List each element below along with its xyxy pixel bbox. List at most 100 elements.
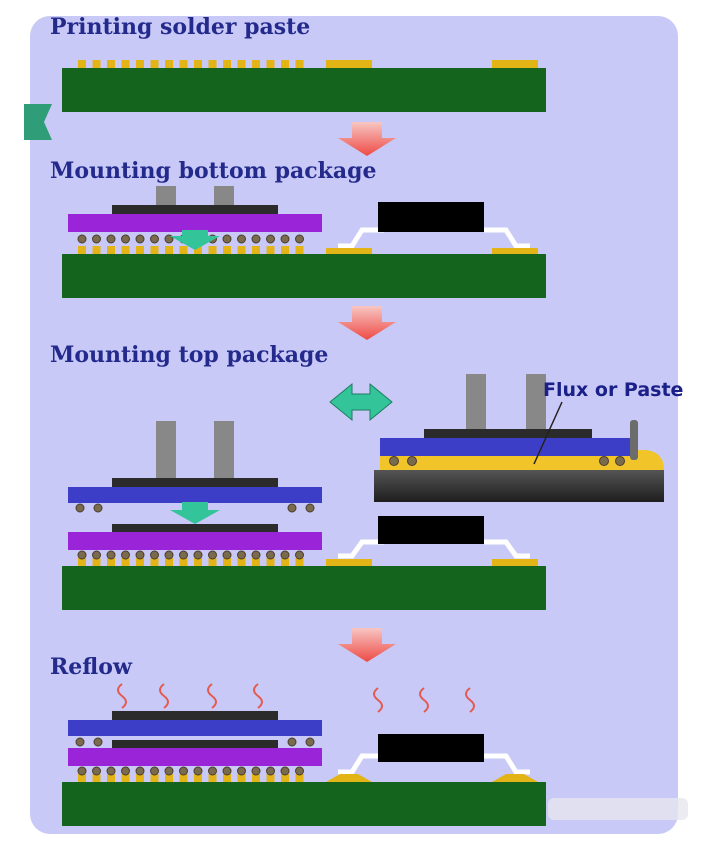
step-label-bottom-package: Mounting bottom package [50, 158, 377, 184]
solder-paste-pads [78, 60, 304, 68]
solder-paste-pad [194, 246, 202, 254]
solder-balls [77, 550, 304, 560]
solder-paste-pad [326, 60, 372, 68]
solder-paste-pad [237, 246, 246, 254]
solder-ball [295, 234, 304, 244]
solder-ball [599, 456, 609, 466]
solder-paste-pad [78, 246, 86, 254]
solder-paste-pad [78, 60, 86, 68]
solder-paste-pad [107, 558, 115, 566]
solder-ball [222, 550, 232, 560]
solder-ball [77, 766, 87, 776]
solder-ball [121, 234, 130, 244]
solder-ball [305, 737, 315, 747]
solder-ball [121, 550, 130, 560]
solder-paste-pad [223, 558, 231, 566]
solder-paste-pad [121, 774, 130, 782]
gullwing-component [326, 202, 538, 254]
flux-callout-label: Flux or Paste [543, 379, 684, 401]
top-package-substrate [68, 720, 322, 736]
placement-arrow [170, 502, 220, 524]
solder-ball [615, 456, 625, 466]
solder-ball [75, 503, 85, 513]
die [424, 429, 592, 438]
watermark [548, 798, 688, 820]
step-label-reflow: Reflow [50, 654, 132, 680]
solder-paste-pads [78, 246, 304, 254]
solder-ball [93, 503, 103, 513]
solder-paste-pad [281, 774, 289, 782]
placement-arrow [170, 230, 220, 250]
tray-base [374, 470, 664, 502]
die [112, 711, 278, 720]
solder-paste-pad [136, 558, 144, 566]
solder-paste-pad [252, 558, 260, 566]
pickup-nozzle [526, 374, 546, 429]
solder-ball [266, 766, 275, 776]
solder-ball [92, 234, 101, 244]
solder-paste-pad [208, 246, 217, 254]
solder-ball [280, 766, 290, 776]
heat-waves [117, 683, 475, 713]
solder-paste-pad [92, 60, 101, 68]
solder-paste-pad [107, 774, 115, 782]
solder-ball [92, 766, 101, 776]
solder-ball [266, 550, 275, 560]
solder-ball [150, 550, 159, 560]
bottom-package-substrate [68, 214, 322, 232]
pickup-nozzle [214, 186, 234, 205]
pcb-board [62, 254, 546, 298]
solder-ball [222, 766, 232, 776]
solder-ball [266, 234, 275, 244]
solder-ball [106, 766, 116, 776]
solder-ball [77, 550, 87, 560]
solder-paste-pad [165, 246, 173, 254]
solder-ball [222, 234, 232, 244]
solder-paste-pad [194, 60, 202, 68]
solder-ball [93, 737, 103, 747]
pcb-board [62, 782, 546, 826]
solder-ball [251, 550, 261, 560]
die [112, 740, 278, 748]
solder-ball [237, 550, 246, 560]
top-package-substrate [380, 438, 636, 456]
pickup-nozzle [156, 186, 176, 205]
solder-ball [237, 766, 246, 776]
solder-ball [92, 550, 101, 560]
solder-balls [75, 737, 315, 747]
solder-paste-pad [492, 60, 538, 68]
solder-paste-pad [295, 60, 304, 68]
gullwing-component [326, 734, 538, 782]
die [112, 478, 278, 487]
solder-paste-pad [281, 558, 289, 566]
solder-ball [280, 234, 290, 244]
solder-ball [179, 550, 188, 560]
solder-ball [164, 234, 174, 244]
pickup-nozzle [466, 374, 486, 429]
solder-balls [77, 766, 304, 776]
solder-paste-pad [136, 60, 144, 68]
solder-paste-pad [252, 60, 260, 68]
solder-ball [135, 234, 145, 244]
solder-ball [208, 766, 217, 776]
solder-ball [237, 234, 246, 244]
solder-ball [106, 550, 116, 560]
solder-paste-pad [281, 60, 289, 68]
solder-paste-pad [295, 246, 304, 254]
solder-ball [389, 456, 399, 466]
solder-paste-pads [78, 774, 304, 782]
solder-ball [75, 737, 85, 747]
solder-paste-pad [92, 774, 101, 782]
solder-paste-pad [150, 246, 159, 254]
solder-ball [164, 766, 174, 776]
bottom-package-substrate [68, 532, 322, 550]
solder-ball [164, 550, 174, 560]
solder-paste-pad [252, 774, 260, 782]
pickup-nozzle [214, 421, 234, 478]
solder-ball [305, 503, 315, 513]
solder-ball [106, 234, 116, 244]
solder-paste-pad [165, 558, 173, 566]
step-label-top-package: Mounting top package [50, 342, 329, 368]
step4-graphic [62, 683, 546, 826]
solder-ball [280, 550, 290, 560]
